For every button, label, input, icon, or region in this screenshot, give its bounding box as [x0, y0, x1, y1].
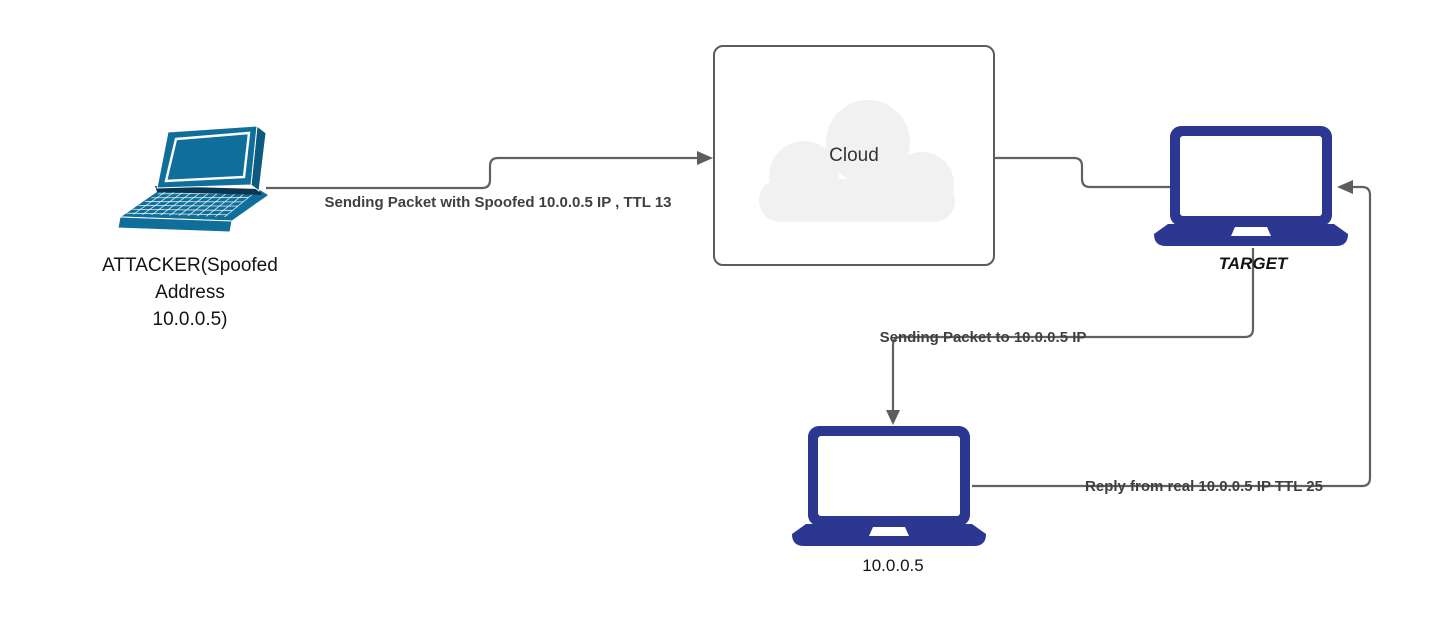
- laptop-screen: [164, 131, 251, 183]
- laptop-hinge: [155, 186, 262, 195]
- cloud-container-box: Cloud: [713, 45, 995, 266]
- cloud-icon: [759, 100, 955, 222]
- attacker-label-line1: ATTACKER(Spoofed: [102, 255, 278, 276]
- edge-attacker-to-cloud: [266, 156, 699, 190]
- laptop-front-icon: [1154, 126, 1348, 246]
- cloud-label: Cloud: [829, 144, 879, 166]
- edge-label-attacker-to-cloud: Sending Packet with Spoofed 10.0.0.5 IP …: [324, 194, 672, 211]
- attacker-label: ATTACKER(Spoofed Address 10.0.0.5): [88, 252, 292, 333]
- laptop-front-icon: [792, 426, 986, 546]
- edge-label-target-to-real-host: Sending Packet to 10.0.0.5 IP: [879, 329, 1087, 346]
- arrowhead-real-host-to-target: [1337, 180, 1353, 194]
- arrowhead-target-to-real-host: [886, 410, 900, 425]
- edge-target-to-real-host: [891, 248, 1255, 410]
- attacker-label-line3: 10.0.0.5): [152, 309, 228, 330]
- attacker-label-line2: Address: [155, 282, 225, 303]
- target-label: TARGET: [1218, 254, 1288, 273]
- laptop-perspective-icon: [117, 125, 268, 232]
- target-laptop: [1154, 126, 1348, 246]
- edge-real-host-to-target: [972, 185, 1372, 488]
- edge-label-real-host-to-target: Reply from real 10.0.0.5 IP TTL 25: [1085, 478, 1323, 495]
- real-host-label: 10.0.0.5: [862, 556, 924, 575]
- edge-cloud-to-target: [995, 156, 1171, 189]
- real-host-laptop: [792, 426, 986, 546]
- arrowhead-attacker-to-cloud: [697, 151, 713, 165]
- laptop-front-edge: [117, 216, 233, 232]
